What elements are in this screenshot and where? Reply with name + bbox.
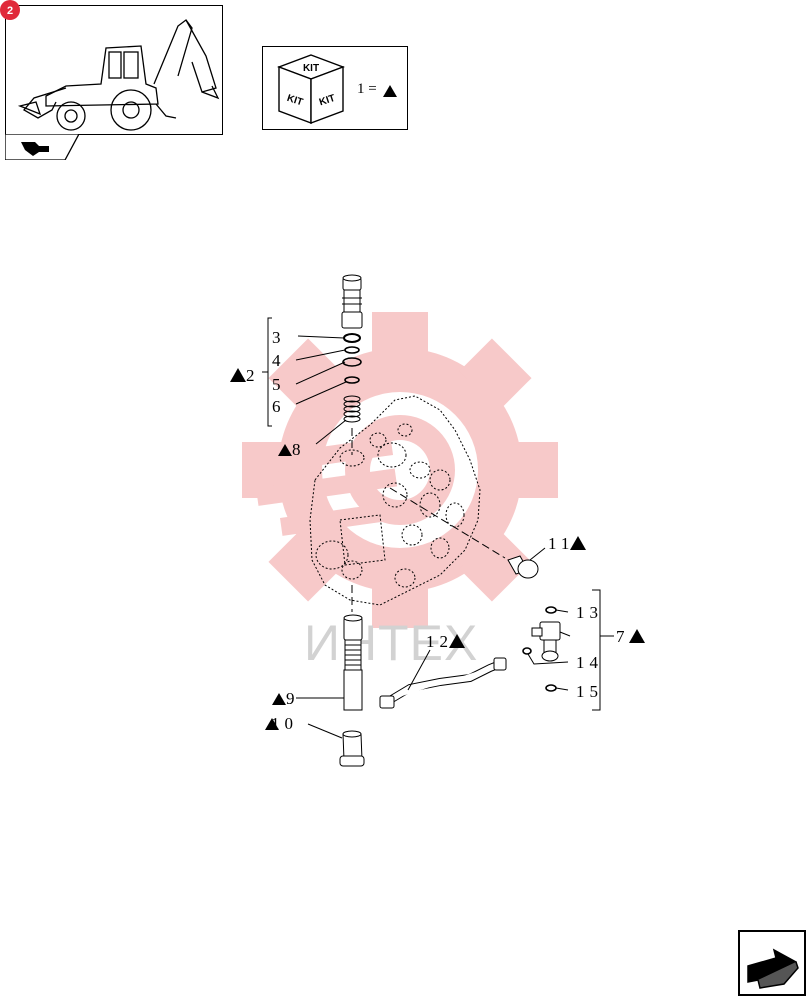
callout-10: 10 (265, 714, 298, 734)
plug-11 (507, 555, 539, 579)
callout-11: 11 (548, 534, 587, 554)
axis-line-diagonal (389, 487, 506, 559)
callout-13: 13 (576, 603, 603, 622)
spring-8 (343, 395, 361, 423)
tee-fitting-7 (531, 621, 561, 662)
seal-13 (545, 606, 557, 614)
kit-label-left: KIT (285, 93, 304, 108)
watermark-text: ИНТЕХ (304, 615, 479, 671)
ring-5 (342, 357, 362, 367)
callout-9: 9 (272, 689, 300, 709)
machine-thumbnail: 2 (0, 0, 223, 135)
triangle-icon (383, 85, 397, 97)
bracket-group-7 (592, 589, 614, 711)
callout-2: 2 (230, 366, 260, 386)
kit-legend: KIT KIT KIT 1 = (262, 46, 408, 130)
section-arrow-icon (21, 142, 49, 156)
thumbnail-tab (5, 134, 79, 160)
callout-6: 6 (272, 397, 286, 416)
kit-box-icon: KIT KIT KIT (277, 54, 345, 125)
spool-top (341, 274, 363, 329)
next-page-arrow-icon (747, 948, 799, 989)
next-page-button[interactable] (738, 930, 806, 996)
valve-ports (315, 423, 465, 588)
callout-14: 14 (576, 653, 603, 672)
ring-4 (344, 346, 360, 354)
callout-8: 8 (278, 440, 306, 460)
seal-14 (522, 647, 532, 655)
callout-3: 3 (272, 328, 286, 347)
kit-equation: 1 = (357, 81, 377, 97)
ring-6 (344, 376, 360, 384)
backhoe-loader-icon (17, 19, 220, 131)
spool-bottom-9 (343, 614, 363, 711)
callout-4: 4 (272, 351, 286, 370)
bracket-group-2 (262, 317, 272, 427)
callout-7: 7 (616, 627, 645, 647)
callout-15: 15 (576, 682, 603, 701)
ring-3 (343, 333, 361, 343)
kit-label-top: KIT (303, 63, 319, 74)
callout-5: 5 (272, 375, 286, 394)
callout-12: 12 (426, 632, 465, 652)
pipe-12 (379, 657, 507, 709)
valve-body (309, 395, 481, 606)
seal-15 (545, 684, 557, 692)
cap-10 (339, 730, 365, 767)
page-badge: 2 (0, 0, 20, 20)
kit-label-right: KIT (318, 93, 337, 108)
